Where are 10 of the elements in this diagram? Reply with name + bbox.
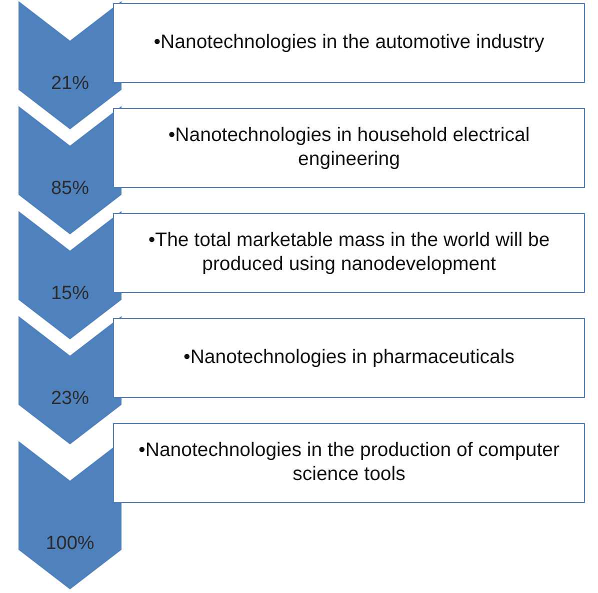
percentage-label: 21% (50, 73, 90, 95)
description-box: •Nanotechnologies in pharmaceuticals (113, 318, 585, 398)
description-box: •The total marketable mass in the world will be produced using nanodevelopment (113, 213, 585, 293)
percentage-label: 23% (50, 388, 90, 410)
percentage-label: 85% (50, 178, 90, 200)
percentage-label: 100% (44, 533, 96, 555)
description-box: •Nanotechnologies in household electrical engineering (113, 108, 585, 188)
description-box: •Nanotechnologies in the automotive industry (113, 3, 585, 83)
percentage-label: 15% (50, 283, 90, 305)
description-box: •Nanotechnologies in the production of computer science tools (113, 423, 585, 503)
